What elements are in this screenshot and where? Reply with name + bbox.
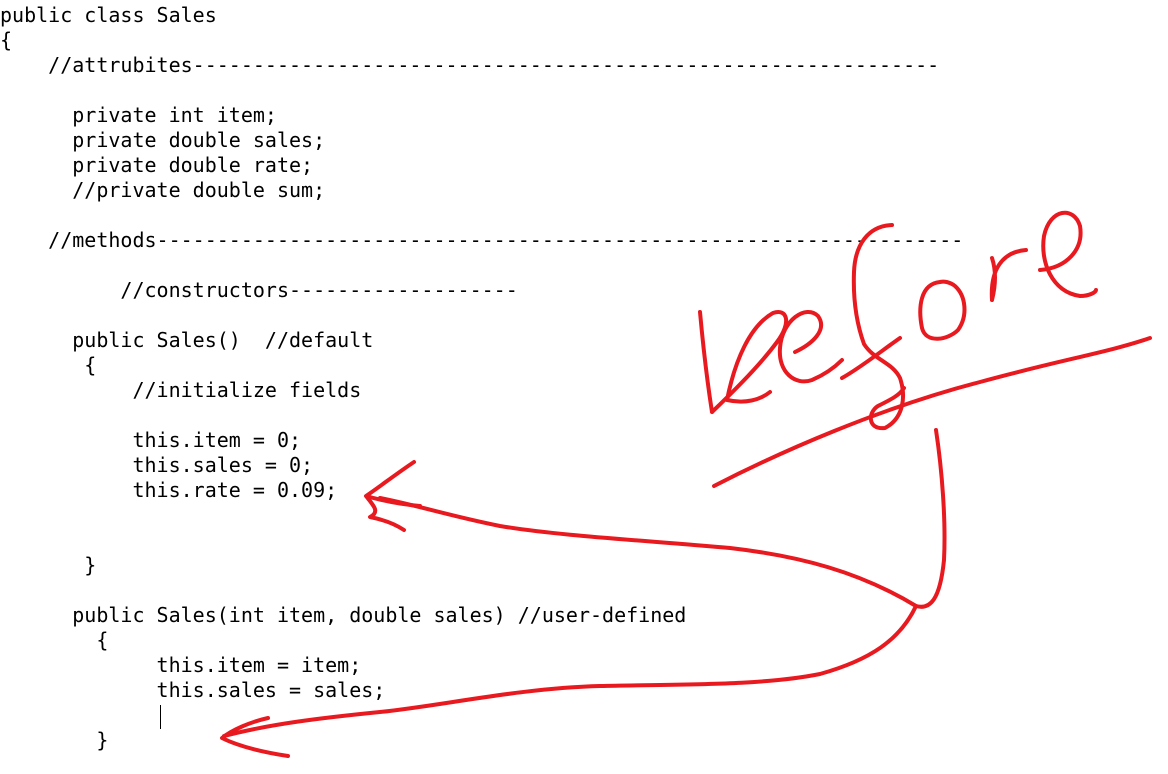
code-line-1: public class Sales: [0, 3, 217, 27]
code-line-26: {: [0, 628, 109, 652]
code-line-30: }: [0, 728, 109, 752]
code-line-20: this.rate = 0.09;: [0, 478, 338, 502]
code-line-10: //methods-------------------------------…: [0, 228, 964, 252]
code-line-2: {: [0, 28, 13, 52]
code-line-25: public Sales(int item, double sales) //u…: [0, 603, 687, 627]
code-line-15: {: [0, 353, 97, 377]
code-line-7: private double rate;: [0, 153, 314, 177]
code-line-12: //constructors-------------------: [0, 278, 518, 302]
code-line-14: public Sales() //default: [0, 328, 374, 352]
code-line-6: private double sales;: [0, 128, 326, 152]
code-line-19: this.sales = 0;: [0, 453, 314, 477]
text-caret: [160, 705, 161, 729]
code-line-23: }: [0, 553, 97, 577]
code-line-8: //private double sum;: [0, 178, 326, 202]
code-line-3: //attrubites----------------------------…: [0, 53, 940, 77]
code-line-5: private int item;: [0, 103, 277, 127]
code-line-16: //initialize fields: [0, 378, 362, 402]
code-line-18: this.item = 0;: [0, 428, 302, 452]
code-line-27: this.item = item;: [0, 653, 362, 677]
code-line-28: this.sales = sales;: [0, 678, 386, 702]
